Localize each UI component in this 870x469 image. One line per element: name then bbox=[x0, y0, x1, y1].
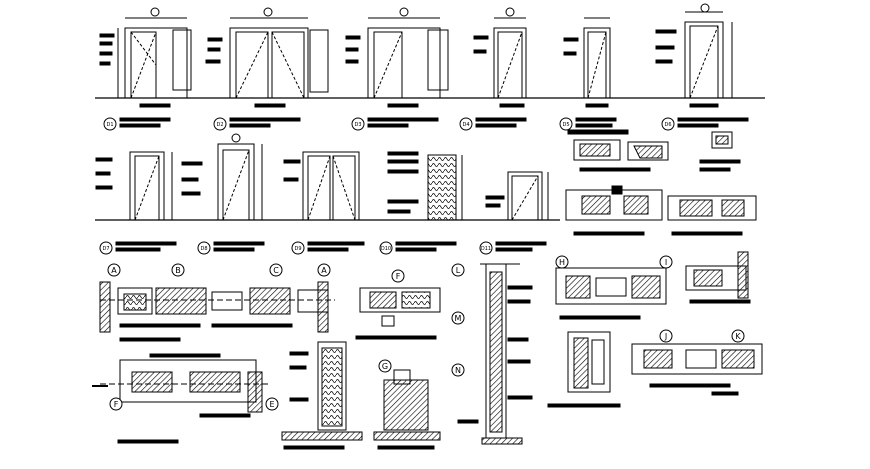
bubble-label: A bbox=[111, 266, 117, 275]
bubble-f-2 bbox=[109, 397, 123, 411]
door-elevation-d1 bbox=[99, 7, 192, 108]
bubble-label: L bbox=[456, 266, 461, 275]
bubble-label: C bbox=[273, 266, 279, 275]
elevation-marker-labels: D1 D2 D3 D4 D5 D6 D7 D8 D9 D10 D11 bbox=[102, 122, 671, 252]
door-elevations-row-1 bbox=[95, 3, 765, 108]
row-1-titles bbox=[103, 117, 749, 131]
door-elevation-d9 bbox=[283, 151, 360, 221]
bubble-b bbox=[171, 263, 185, 277]
bubble-n bbox=[451, 363, 465, 377]
bubble-l bbox=[451, 263, 465, 277]
row-2-titles bbox=[99, 241, 547, 255]
section-bubbles bbox=[107, 255, 745, 411]
jamb-detail-cluster bbox=[565, 129, 757, 236]
bubble-f-1 bbox=[391, 269, 405, 283]
elevation-marker: D10 bbox=[381, 246, 391, 252]
sections-row-3 bbox=[99, 251, 751, 445]
door-elevation-d3 bbox=[345, 7, 449, 108]
bubble-a-1 bbox=[107, 263, 121, 277]
elevation-marker: D9 bbox=[294, 246, 301, 252]
bubble-h bbox=[555, 255, 569, 269]
bubble-i bbox=[659, 255, 673, 269]
sections-row-4 bbox=[92, 331, 763, 450]
bubble-label: F bbox=[396, 272, 401, 281]
elevation-marker: D3 bbox=[354, 122, 361, 128]
bubble-label: G bbox=[382, 362, 388, 371]
door-elevation-d7 bbox=[95, 151, 173, 221]
door-elevations-row-2 bbox=[95, 133, 560, 221]
bubble-label: N bbox=[455, 366, 461, 375]
bubble-label: M bbox=[455, 314, 462, 323]
elevation-marker: D8 bbox=[200, 246, 207, 252]
elevation-marker: D7 bbox=[102, 246, 109, 252]
bubble-label: F bbox=[114, 400, 119, 409]
elevation-marker: D1 bbox=[106, 122, 113, 128]
bubble-label: K bbox=[735, 332, 741, 341]
bubble-e bbox=[265, 397, 279, 411]
bubble-label: I bbox=[665, 258, 667, 267]
door-elevation-d4 bbox=[473, 7, 527, 108]
bubble-j bbox=[659, 329, 673, 343]
bubble-letters: A B C A F L H I F E G M N J K bbox=[111, 258, 741, 409]
bubble-k bbox=[731, 329, 745, 343]
bubble-label: J bbox=[664, 332, 667, 341]
bubble-c bbox=[269, 263, 283, 277]
door-elevation-d11 bbox=[485, 171, 549, 221]
elevation-marker: D5 bbox=[562, 122, 569, 128]
bubble-a-2 bbox=[317, 263, 331, 277]
door-elevation-d6 bbox=[655, 3, 733, 108]
elevation-marker: D6 bbox=[664, 122, 671, 128]
bubble-label: A bbox=[321, 266, 327, 275]
door-elevation-d5 bbox=[563, 17, 611, 108]
bubble-g bbox=[378, 359, 392, 373]
bubble-label: B bbox=[175, 266, 181, 275]
bubble-label: E bbox=[269, 400, 274, 409]
bubble-m bbox=[451, 311, 465, 325]
elevation-marker: D11 bbox=[481, 246, 491, 252]
door-elevation-d10 bbox=[387, 151, 463, 221]
elevation-marker: D2 bbox=[216, 122, 223, 128]
elevation-marker: D4 bbox=[462, 122, 469, 128]
bubble-label: H bbox=[559, 258, 565, 267]
door-elevation-d8 bbox=[181, 133, 263, 221]
door-elevation-d2 bbox=[205, 7, 329, 108]
